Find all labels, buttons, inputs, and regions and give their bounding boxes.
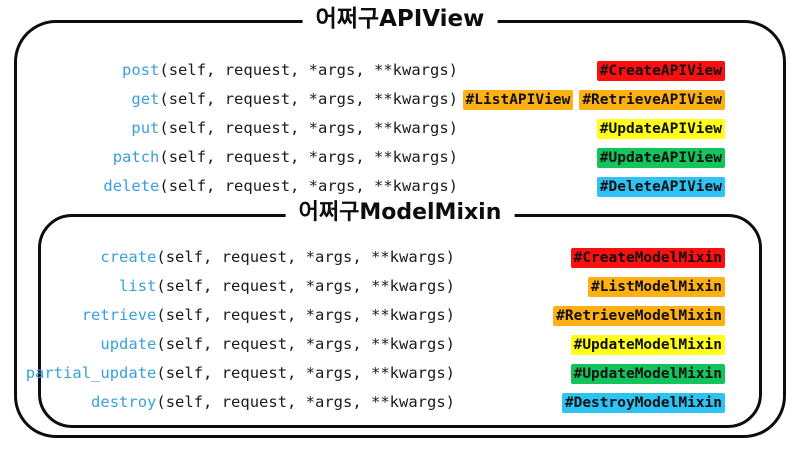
method-name: get xyxy=(131,90,160,108)
class-tag: #DeleteAPIView xyxy=(596,177,725,197)
tag-group: #DeleteAPIView xyxy=(591,176,725,197)
class-tag: #RetrieveModelMixin xyxy=(553,306,725,326)
method-params: (self, request, *args, **kwargs) xyxy=(156,277,455,295)
method-row: create(self, request, *args, **kwargs) #C… xyxy=(0,245,800,274)
class-tag: #RetrieveAPIView xyxy=(579,90,725,110)
method-params: (self, request, *args, **kwargs) xyxy=(156,335,455,353)
outer-panel-method-list: post(self, request, *args, **kwargs)#Cre… xyxy=(0,58,800,203)
method-signature: delete(self, request, *args, **kwargs) xyxy=(103,176,458,196)
tag-group: #DestroyModelMixin xyxy=(556,392,725,413)
method-name: post xyxy=(122,61,160,79)
method-signature: retrieve(self, request, *args, **kwargs) xyxy=(82,305,455,325)
method-name: retrieve xyxy=(81,306,157,324)
method-row: partial_update(self, request, *args, **k… xyxy=(0,361,800,390)
tag-group: #UpdateAPIView xyxy=(591,147,725,168)
method-params: (self, request, *args, **kwargs) xyxy=(159,61,458,79)
method-row: patch(self, request, *args, **kwargs) #Up… xyxy=(0,145,800,174)
tag-group: #UpdateModelMixin xyxy=(565,334,725,355)
class-tag: #UpdateAPIView xyxy=(596,119,725,139)
class-tag: #UpdateModelMixin xyxy=(570,364,725,384)
method-name: destroy xyxy=(91,393,157,411)
method-row: list(self, request, *args, **kwargs) #Lis… xyxy=(0,274,800,303)
method-name: list xyxy=(119,277,157,295)
method-params: (self, request, *args, **kwargs) xyxy=(156,248,455,266)
method-row: update(self, request, *args, **kwargs) #U… xyxy=(0,332,800,361)
tag-group: #CreateModelMixin xyxy=(565,247,725,268)
method-name: partial_update xyxy=(25,364,157,382)
method-params: (self, request, *args, **kwargs) xyxy=(156,306,455,324)
method-params: (self, request, *args, **kwargs) xyxy=(159,90,458,108)
method-name: delete xyxy=(103,177,160,195)
method-row: destroy(self, request, *args, **kwargs) #… xyxy=(0,390,800,419)
method-name: put xyxy=(131,119,160,137)
class-tag: #UpdateModelMixin xyxy=(570,335,725,355)
tag-group: #CreateAPIView xyxy=(591,60,725,81)
method-signature: patch(self, request, *args, **kwargs) xyxy=(113,147,458,167)
method-params: (self, request, *args, **kwargs) xyxy=(156,393,455,411)
inner-panel-title: 어쩌구ModelMixin xyxy=(285,202,515,224)
method-signature: put(self, request, *args, **kwargs) xyxy=(131,118,458,138)
outer-panel-title: 어쩌구APIView xyxy=(302,8,498,31)
method-params: (self, request, *args, **kwargs) xyxy=(159,177,458,195)
method-row: delete(self, request, *args, **kwargs) #D… xyxy=(0,174,800,203)
method-params: (self, request, *args, **kwargs) xyxy=(159,119,458,137)
tag-group: #ListModelMixin xyxy=(582,276,725,297)
method-row: get(self, request, *args, **kwargs)#List… xyxy=(0,87,800,116)
method-name: create xyxy=(100,248,157,266)
method-signature: post(self, request, *args, **kwargs) xyxy=(122,60,458,80)
method-name: update xyxy=(100,335,157,353)
tag-group: #UpdateModelMixin xyxy=(565,363,725,384)
class-tag: #CreateModelMixin xyxy=(570,248,725,268)
inner-panel-method-list: create(self, request, *args, **kwargs)#C… xyxy=(0,245,800,419)
method-row: retrieve(self, request, *args, **kwargs)… xyxy=(0,303,800,332)
tag-group: #RetrieveModelMixin xyxy=(547,305,725,326)
class-tag: #DestroyModelMixin xyxy=(561,393,725,413)
class-tag: #UpdateAPIView xyxy=(596,148,725,168)
method-signature: get(self, request, *args, **kwargs) xyxy=(131,89,458,109)
method-signature: update(self, request, *args, **kwargs) xyxy=(100,334,455,354)
tag-group: #UpdateAPIView xyxy=(591,118,725,139)
method-params: (self, request, *args, **kwargs) xyxy=(159,148,458,166)
method-signature: partial_update(self, request, *args, **k… xyxy=(26,363,455,383)
method-signature: list(self, request, *args, **kwargs) xyxy=(119,276,455,296)
tag-group: #ListAPIView#RetrieveAPIView xyxy=(457,89,725,110)
method-signature: destroy(self, request, *args, **kwargs) xyxy=(91,392,455,412)
method-params: (self, request, *args, **kwargs) xyxy=(156,364,455,382)
method-name: patch xyxy=(112,148,160,166)
class-tag: #CreateAPIView xyxy=(596,61,725,81)
method-row: post(self, request, *args, **kwargs) #Cre… xyxy=(0,58,800,87)
method-row: put(self, request, *args, **kwargs) #Upda… xyxy=(0,116,800,145)
class-tag: #ListModelMixin xyxy=(588,277,725,297)
method-signature: create(self, request, *args, **kwargs) xyxy=(100,247,455,267)
class-tag: #ListAPIView xyxy=(462,90,574,110)
